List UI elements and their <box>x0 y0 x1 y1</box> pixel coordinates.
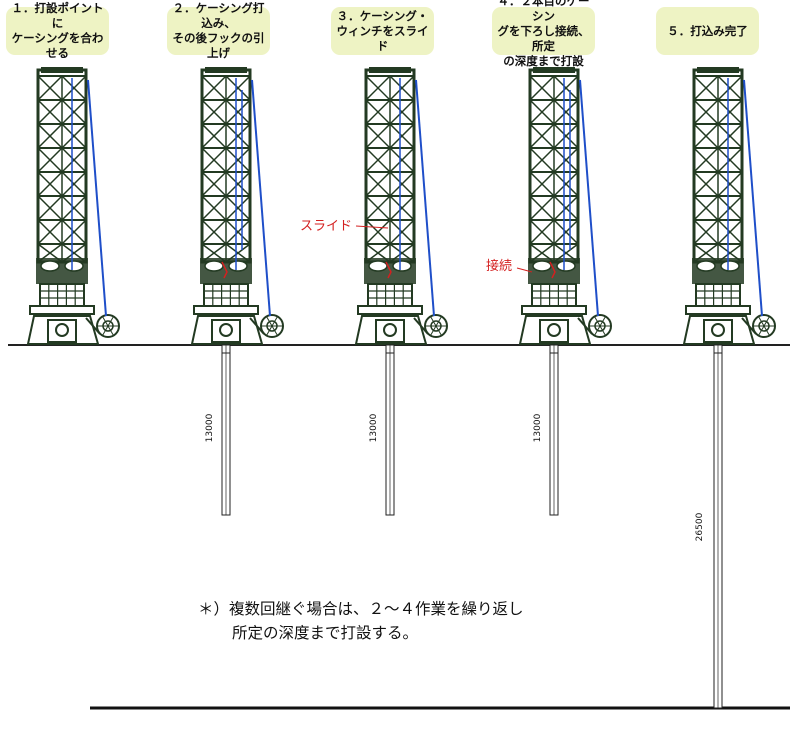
casing-5 <box>713 344 723 709</box>
rig-1 <box>26 67 120 345</box>
connect-annotation: 接続 <box>486 258 512 274</box>
casing-4 <box>549 344 559 516</box>
connect-arrow <box>516 267 533 273</box>
slide-arrow <box>355 225 389 229</box>
casing-3 <box>385 344 395 516</box>
repeat-note: ＊）複数回継ぐ場合は、２～４作業を繰り返し 所定の深度まで打設する。 <box>198 597 524 645</box>
rig-2 <box>190 67 284 345</box>
rig-3 <box>354 67 448 345</box>
rig-4 <box>518 67 612 345</box>
note-line-2: 所定の深度まで打設する。 <box>232 624 419 642</box>
slide-annotation: スライド <box>300 219 352 234</box>
casing-length-2: 13000 <box>369 413 379 442</box>
step-5-label: ５．打込み完了 <box>656 7 759 55</box>
rig-5 <box>682 67 776 345</box>
total-depth: 26500 <box>695 512 705 541</box>
step-3-label: ３．ケーシング・ ウィンチをスライド <box>331 7 434 55</box>
step-1-label: １．打設ポイントに ケーシングを合わせる <box>6 1 109 60</box>
note-line-1: ＊）複数回継ぐ場合は、２～４作業を繰り返し <box>198 600 524 618</box>
casing-length-3: 13000 <box>533 413 543 442</box>
casing-2 <box>221 344 231 516</box>
casing-length-1: 13000 <box>205 413 215 442</box>
